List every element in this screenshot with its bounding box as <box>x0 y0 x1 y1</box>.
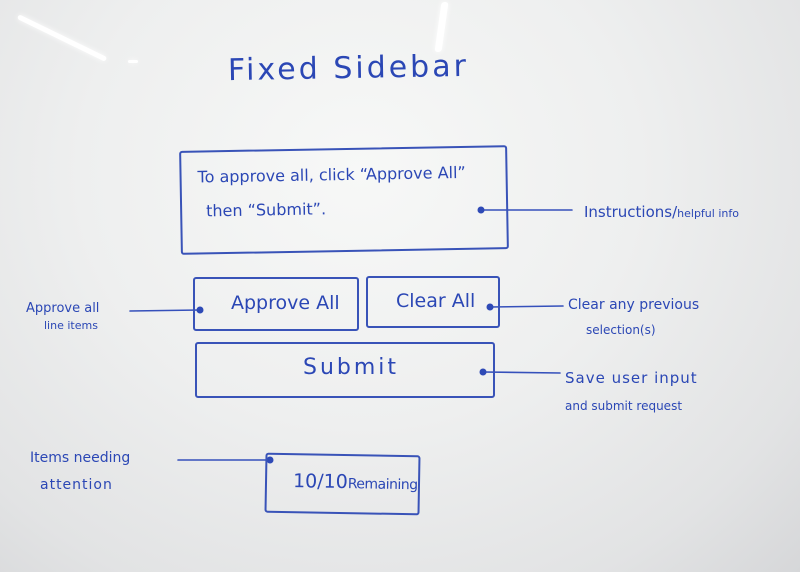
instructions-text-line2: then “Submit”. <box>206 199 327 221</box>
annotation-submit-line1: Save user input <box>565 369 698 387</box>
submit-label: Submit <box>303 355 400 380</box>
remaining-suffix: Remaining <box>347 476 418 494</box>
connector-dot <box>479 368 487 376</box>
annotation-instructions-small: helpful info <box>677 207 739 220</box>
clear-all-label: Clear All <box>396 290 476 312</box>
connector-submit <box>482 371 561 374</box>
annotation-clear-line1: Clear any previous <box>568 297 700 313</box>
connector-dot <box>486 303 494 311</box>
connector-dot <box>477 206 485 214</box>
connector-approve <box>129 309 201 312</box>
annotation-approve-line1: Approve all <box>26 301 100 316</box>
clear-all-button[interactable]: Clear All <box>366 276 500 328</box>
connector-clear <box>489 305 564 308</box>
approve-all-button[interactable]: Approve All <box>193 277 359 331</box>
instructions-text-line1: To approve all, click “Approve All” <box>197 162 466 187</box>
ceiling-light-reflection <box>128 60 138 63</box>
annotation-approve-line2: line items <box>44 319 98 332</box>
remaining-counter: 10/10Remaining <box>264 452 421 516</box>
remaining-counter-text: 10/10Remaining <box>292 470 418 494</box>
annotation-items-line2: attention <box>40 477 113 493</box>
annotation-instructions-main: Instructions/ <box>584 203 678 221</box>
sketch-title: Fixed Sidebar <box>227 48 470 89</box>
approve-all-label: Approve All <box>231 292 340 314</box>
remaining-count: 10/10 <box>292 470 348 494</box>
annotation-clear-line2: selection(s) <box>586 323 656 337</box>
annotation-items-line1: Items needing <box>30 450 131 466</box>
annotation-instructions: Instructions/helpful info <box>584 204 739 221</box>
submit-button[interactable]: Submit <box>195 342 495 398</box>
connector-dot <box>196 306 204 314</box>
instructions-panel: To approve all, click “Approve All” then… <box>179 145 509 255</box>
annotation-submit-line2: and submit request <box>565 399 683 413</box>
connector-dot <box>266 456 274 464</box>
